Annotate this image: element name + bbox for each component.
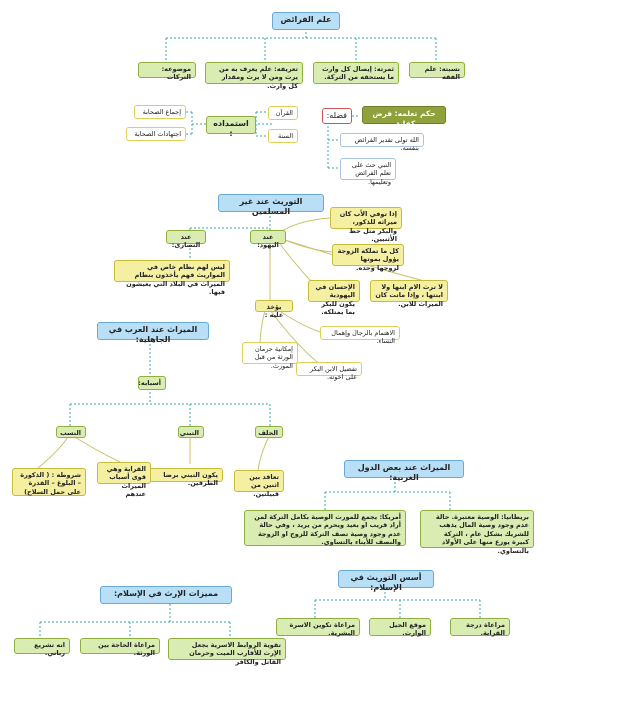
basis-item-2: موقع الجيل الوارث. bbox=[369, 618, 431, 637]
jews-label: عند اليهود: bbox=[250, 230, 286, 249]
jahiliyya-causes: أسبابه: bbox=[138, 376, 166, 390]
features-item-2: مراعاة الحاجة بين الورثة. bbox=[80, 638, 160, 657]
criticized-label: يؤخذ عليه : bbox=[255, 300, 293, 319]
istimdad-sunna: السنة bbox=[268, 129, 298, 143]
fadl-item-2: النبي حث على تعلم الفرائض وتعليمها. bbox=[340, 158, 396, 186]
jews-item-1: إذا توفي الأب كان ميراثه للذكور، والبكر … bbox=[330, 207, 402, 243]
faraid-tarif: تعريفه: علم يعرف به من يرث ومن لا يرث وم… bbox=[205, 62, 303, 90]
faraid-thamara: ثمرته: إيصال كل وارث ما يستحقه من التركة… bbox=[313, 62, 399, 84]
western-america: أمريكا: يجمع للمورث الوصية بكامل التركة … bbox=[244, 510, 406, 546]
istimdad-ijma: إجماع الصحابة bbox=[134, 105, 186, 119]
istimdad-quran: القرآن bbox=[268, 106, 298, 120]
istimdad-label: استمداده : bbox=[206, 116, 256, 138]
islam-features-title: مميزات الإرث في الإسلام: bbox=[100, 586, 232, 604]
fadl-hukm: حكم تعلمه: فرض كفاية. bbox=[362, 106, 446, 128]
criticized-item-3: تفضيل الابن البكر على اخوته. bbox=[296, 362, 362, 381]
christians-label: عند النصارى: bbox=[166, 230, 206, 249]
branch-hilf: الحلف bbox=[255, 426, 283, 438]
western-title: الميراث عند بعض الدول الغربية: bbox=[344, 460, 464, 482]
basis-item-1: مراعاة درجة القرابة. bbox=[450, 618, 510, 637]
jews-item-3: لا ترث الام ابنها ولا ابنتها ، وإذا ماتت… bbox=[370, 280, 448, 308]
tabanni-note: يكون التبني برضا الطرفين. bbox=[149, 468, 223, 487]
faraid-nisba: نسبته: علم الفقه bbox=[409, 62, 465, 81]
features-item-3: انه تشريع رباني. bbox=[14, 638, 70, 657]
nasab-note-2: شروطه : ( الذكورة – البلوغ – القدرة على … bbox=[12, 468, 86, 496]
christians-note: ليس لهم نظام خاص في المواريث فهم يأخذون … bbox=[114, 260, 230, 296]
jews-item-4: الإحسان في اليهودية يكون للبكر بما يمتلك… bbox=[308, 280, 360, 316]
branch-tabanni: التبني bbox=[178, 426, 204, 438]
jews-item-2: كل ما تملكه الزوجة يؤول بموتها لزوجها وح… bbox=[332, 244, 404, 272]
features-item-1: تقوية الروابط الاسرية بجعل الإرث للأقارب… bbox=[168, 638, 286, 666]
criticized-item-2: إمكانية حرمان الورثة من قبل المورث. bbox=[242, 342, 298, 370]
branch-nasab: النسب bbox=[56, 426, 86, 438]
istimdad-ijtihad: اجتهادات الصحابة bbox=[126, 127, 186, 141]
non-muslims-title: التوريث عند غير المسلمين bbox=[218, 194, 324, 216]
hilf-note: تعاقد بين اثنين من قبيلتين. bbox=[234, 470, 284, 498]
fadl-label: فضله: bbox=[322, 108, 352, 124]
nasab-note-1: القرابة وهي قوى أسباب الميراث عندهم bbox=[97, 462, 151, 498]
basis-item-3: مراعاة تكوين الاسرة البشرية. bbox=[276, 618, 360, 637]
western-britain: بريطانيا: الوصية معتبرة. حالة عدم وجود و… bbox=[420, 510, 534, 555]
criticized-item-1: الاهتمام بالرجال وإهمال النساء. bbox=[320, 326, 400, 345]
fadl-item-1: الله تولى تقدير الفرائض بنفسه. bbox=[340, 133, 424, 152]
islam-basis-title: أسس التوريث في الإسلام: bbox=[338, 570, 434, 592]
jahiliyya-title: الميراث عند العرب في الجاهلية: bbox=[97, 322, 209, 344]
faraid-title: علم الفرائض bbox=[272, 12, 340, 30]
faraid-mawdu: موضوعه: التركات bbox=[138, 62, 196, 81]
